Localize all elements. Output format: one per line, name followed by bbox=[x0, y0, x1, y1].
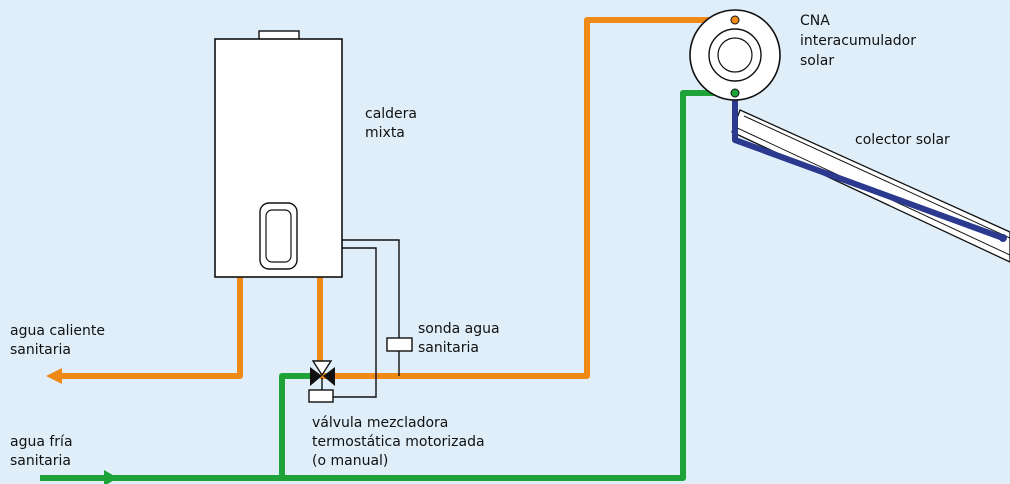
boiler-label: caldera mixta bbox=[365, 106, 421, 141]
collector-end-point bbox=[999, 234, 1007, 242]
solar-circuit-pipe bbox=[732, 93, 1005, 241]
solar-hot-water-pipe bbox=[320, 17, 735, 379]
cold-water-pipe bbox=[44, 90, 735, 481]
collector-label: colector solar bbox=[855, 132, 950, 148]
hot-water-label: agua caliente sanitaria bbox=[10, 323, 109, 358]
mixing-valve-label: válvula mezcladora termostática motoriza… bbox=[312, 415, 489, 469]
control-wiring bbox=[321, 239, 400, 398]
cold-water-label: agua fría sanitaria bbox=[10, 434, 77, 469]
sensor-label: sonda agua sanitaria bbox=[418, 321, 504, 356]
cold-water-inlet-arrow bbox=[40, 470, 118, 484]
cold-water-bypass-pipe bbox=[279, 373, 310, 478]
cna-label: CNA interacumulador solar bbox=[800, 13, 920, 69]
sensor-icon bbox=[386, 337, 413, 376]
hot-water-outlet-pipe bbox=[60, 276, 243, 379]
hot-water-outlet-arrow bbox=[46, 368, 62, 384]
solar-tank-icon bbox=[689, 9, 781, 101]
boiler-icon bbox=[214, 30, 343, 278]
mixing-valve-icon bbox=[308, 360, 335, 403]
